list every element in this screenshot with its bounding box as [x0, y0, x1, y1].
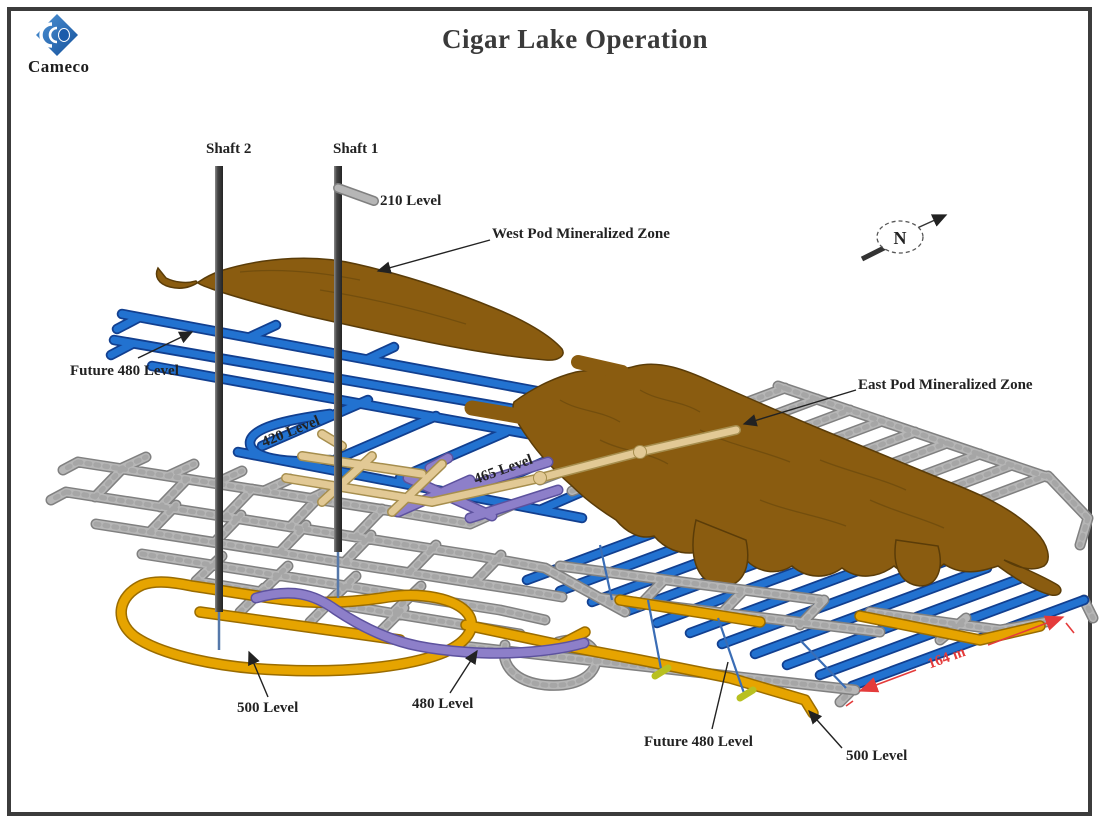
420-level-tunnels-tan	[286, 430, 736, 512]
dimension-arrow-right	[987, 615, 1065, 646]
compass-needle	[914, 214, 948, 230]
north-compass: N	[860, 214, 948, 262]
east-pod-ore-body	[512, 363, 1062, 597]
480-level-arrow	[449, 649, 478, 694]
cameco-logo-text: Cameco	[28, 57, 90, 76]
compass-north-label: N	[894, 228, 907, 248]
future-480-bottom-leader	[711, 661, 729, 730]
shaft-1-column	[334, 166, 342, 552]
east-pod-crease-lines	[559, 389, 945, 529]
tan-joint-2	[633, 445, 647, 459]
green-raise-segment-2	[736, 686, 757, 702]
future-480-bottom-label: Future 480 Level	[644, 734, 753, 750]
500-level-right-label: 500 Level	[846, 748, 907, 764]
shaft-2-column	[215, 166, 223, 612]
210-level-label: 210 Level	[380, 193, 441, 209]
compass-ellipse	[876, 220, 924, 254]
west-pod-label: West Pod Mineralized Zone	[492, 226, 670, 242]
500-level-right-arrow	[808, 709, 843, 749]
ore-patch-1	[464, 400, 532, 425]
dimension-ticks	[845, 622, 1075, 707]
ore-patches	[464, 355, 629, 425]
210-level-stub	[334, 184, 378, 205]
cameco-logo: Cameco	[28, 14, 90, 76]
dimension-arrow-left	[858, 669, 917, 693]
blue-raise-lines	[598, 544, 847, 697]
future-480-left-arrow	[137, 331, 194, 359]
cameco-logo-arc-inner	[48, 26, 58, 44]
future-480-left-label: Future 480 Level	[70, 363, 179, 379]
east-pod-lower-lobe-2	[894, 539, 941, 587]
figure-border	[7, 7, 1092, 816]
raise-lines	[598, 544, 847, 702]
cameco-logo-dot	[58, 28, 70, 42]
east-pod-label: East Pod Mineralized Zone	[858, 377, 1033, 393]
500-level-left-arrow	[248, 650, 269, 698]
east-pod-shape	[512, 363, 1062, 597]
west-pod-arrow	[376, 239, 491, 274]
ore-patch-3	[583, 379, 615, 394]
480-level-label: 480 Level	[412, 696, 473, 712]
east-pod-arrow	[742, 389, 857, 427]
shaft-1-label: Shaft 1	[333, 141, 378, 157]
annotation-leaders	[137, 239, 857, 749]
green-raise-segment-1	[651, 664, 672, 680]
cameco-logo-arc-outer	[39, 22, 53, 48]
ore-patch-2	[571, 355, 629, 379]
tan-joint-1	[533, 471, 547, 485]
500-level-left-label: 500 Level	[237, 700, 298, 716]
shaft-2-label: Shaft 2	[206, 141, 251, 157]
shafts	[215, 166, 379, 650]
diagram-labels: Shaft 2 Shaft 1 210 Level West Pod Miner…	[70, 141, 1033, 764]
page-title: Cigar Lake Operation	[442, 24, 708, 54]
compass-tail	[860, 244, 888, 262]
